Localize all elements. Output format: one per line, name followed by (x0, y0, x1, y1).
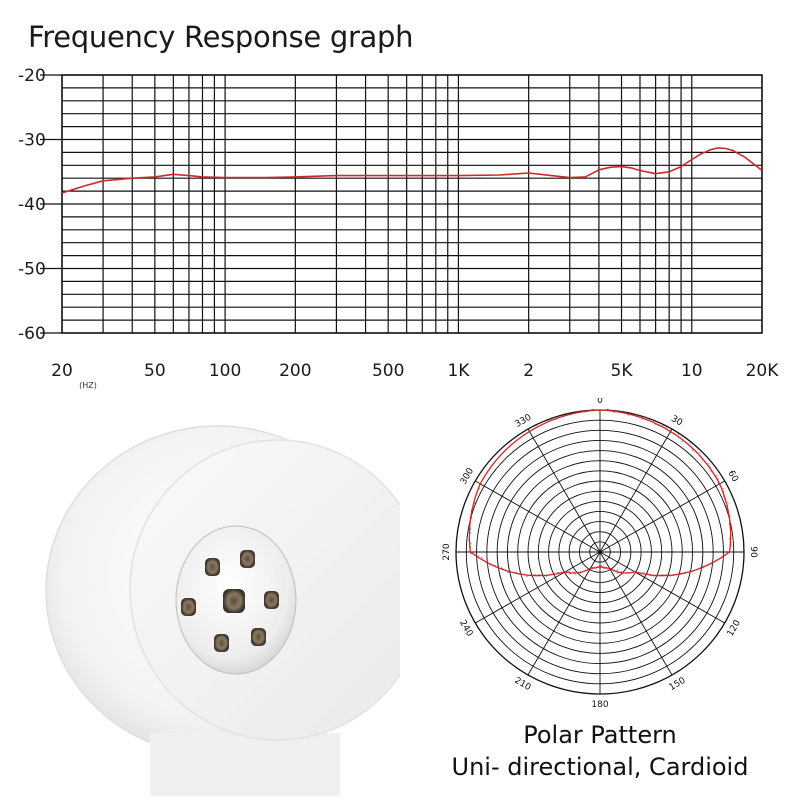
y-tick-label: -60 (18, 324, 46, 344)
polar-spoke (599, 551, 673, 676)
page-title: Frequency Response graph (28, 20, 414, 54)
polar-spoke (475, 551, 601, 624)
polar-caption-subtitle: Uni- directional, Cardioid (451, 753, 749, 781)
x-tick-label: 5K (611, 361, 634, 381)
polar-angle-label: 270 (442, 543, 452, 560)
polar-angle-label: 120 (726, 618, 743, 638)
polar-angle-label: 150 (668, 676, 688, 693)
polar-angle-label: 240 (457, 619, 474, 639)
y-tick-label: -50 (18, 260, 46, 280)
polar-angle-label: 90 (748, 546, 758, 558)
y-tick-label: -30 (18, 131, 46, 151)
x-tick-label: 50 (144, 361, 166, 381)
polar-spoke (599, 428, 673, 553)
microphone-capsule-image (45, 425, 400, 796)
x-tick-label: 1K (447, 361, 470, 381)
polar-spoke (527, 428, 601, 553)
polar-angle-label: 30 (669, 414, 684, 429)
y-tick-label: -20 (18, 66, 46, 86)
polar-caption-title: Polar Pattern (523, 721, 677, 749)
polar-angle-label: 0 (597, 398, 603, 406)
x-tick-label: 20 (51, 361, 73, 381)
polar-spoke (475, 480, 601, 553)
polar-angle-label: 60 (725, 469, 740, 484)
response-curve (61, 147, 763, 194)
x-tick-label: 10 (681, 361, 703, 381)
polar-spoke (599, 480, 725, 553)
x-tick-label: 500 (372, 361, 404, 381)
polar-angle-label: 210 (513, 676, 533, 693)
x-unit-label: (HZ) (79, 381, 97, 390)
polar-spoke (599, 551, 725, 624)
x-tick-label: 200 (279, 361, 311, 381)
x-tick-label: 20K (746, 361, 780, 381)
polar-spoke (527, 551, 601, 676)
x-tick-label: 100 (209, 361, 241, 381)
y-tick-label: -40 (18, 195, 46, 215)
polar-pattern-trace (467, 408, 733, 577)
x-tick-label: 2 (523, 361, 534, 381)
capsule-holes (181, 550, 279, 652)
polar-angle-label: 180 (591, 700, 608, 710)
